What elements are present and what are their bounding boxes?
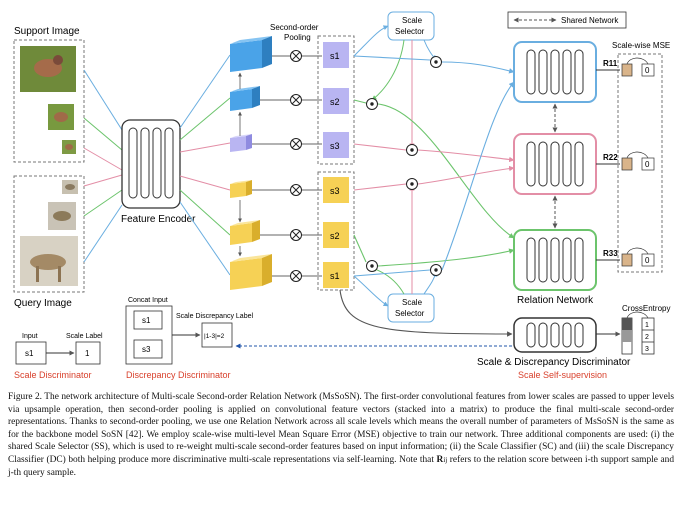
figure-caption: Figure 2. The network architecture of Mu…: [8, 391, 674, 479]
query-scale-s3: [323, 177, 349, 203]
query-scale-s1: [323, 262, 349, 288]
pooling-label-line1: Second-order: [270, 23, 319, 32]
relation-network-1: [513, 41, 597, 103]
support-scale-s1-label: s1: [330, 51, 340, 61]
input-lines: [83, 69, 123, 263]
feature-flow-lines: [353, 55, 515, 277]
self-supervision-line: [339, 289, 513, 337]
dd-input-top: s1: [142, 316, 151, 325]
relation-scores: [596, 57, 655, 267]
dd-input-bottom-box: [133, 339, 163, 359]
query-feature-map-1: [230, 254, 272, 290]
scale-selector-bottom-line2: Selector: [395, 309, 425, 318]
feature-encoder-layers: [128, 127, 174, 199]
discrepancy-discriminator-title: Discrepancy Discriminator: [126, 370, 231, 380]
sd-label-value: 1: [85, 349, 90, 358]
relation-network-label: Relation Network: [517, 295, 594, 306]
support-feature-map-2: [230, 86, 260, 111]
query-scale-s3-label: s3: [330, 186, 340, 196]
architecture-figure: Support Image Query Image: [13, 11, 670, 380]
score-r33: R33: [603, 249, 618, 258]
scale-wise-mse-label: Scale-wise MSE: [612, 41, 670, 50]
sdd-label: Scale & Discrepancy Discriminator: [477, 357, 631, 368]
shared-network-legend: [507, 11, 627, 29]
scale-selector-bottom: [387, 293, 435, 323]
relation-network-2: [513, 133, 597, 195]
feature-encoder-label: Feature Encoder: [121, 214, 196, 225]
scale-selector-bottom-line1: Scale: [402, 298, 423, 307]
sd-input-label: Input: [22, 333, 38, 340]
dd-discrepancy-label: Scale Discrepancy Label: [176, 313, 253, 320]
support-scale-s3-label: s3: [330, 141, 340, 151]
pooling-label-line2: Pooling: [284, 33, 311, 42]
query-scale-s1-label: s1: [330, 271, 340, 281]
reweight-operators: [366, 56, 442, 276]
ce-class-3: 3: [645, 346, 649, 353]
support-photo-medium: [48, 104, 74, 130]
query-feature-map-2: [230, 220, 260, 245]
query-feature-map-3: [230, 180, 252, 198]
selector-lines: [353, 25, 438, 307]
dd-concat-label: Concat Input: [128, 297, 168, 304]
support-panel: [13, 39, 85, 163]
dd-input-top-box: [133, 310, 163, 330]
scale-selector-top-line1: Scale: [402, 16, 423, 25]
map-to-pool-lines: [252, 55, 322, 277]
support-photo-large: [20, 46, 76, 92]
query-photo-large: [20, 236, 78, 286]
score-r22: R22: [603, 153, 618, 162]
query-scale-s2: [323, 222, 349, 248]
support-scale-s1: [323, 42, 349, 68]
support-feature-map-3: [230, 134, 252, 152]
caption-symbol-sub: ij: [443, 455, 448, 464]
sd-scale-label: Scale Label: [66, 333, 103, 340]
feature-encoder-box: [121, 119, 181, 209]
mse-panel: [617, 53, 663, 273]
score-r11: R11: [603, 59, 618, 68]
support-scale-s2-label: s2: [330, 97, 340, 107]
dd-value: |1-3|=2: [204, 333, 225, 340]
query-scale-stack: [317, 171, 355, 291]
support-scale-s2: [323, 88, 349, 114]
query-image-label: Query Image: [14, 298, 72, 309]
query-photo-medium: [48, 202, 76, 230]
ce-class-2: 2: [645, 334, 649, 341]
scale-self-supervision-label: Scale Self-supervision: [518, 370, 607, 380]
shared-network-label: Shared Network: [561, 16, 619, 25]
caption-tail: refers to the relation score between i-t…: [8, 454, 675, 478]
dd-value-box: [201, 322, 233, 348]
cross-entropy-output: [621, 311, 655, 355]
scale-discrepancy-discriminator: [513, 317, 597, 353]
mse-target-3: 0: [645, 256, 650, 265]
encoder-output-lines: [179, 54, 231, 276]
relation-network-3: [513, 229, 597, 291]
support-feature-map-1: [230, 36, 272, 72]
support-scale-s3: [323, 132, 349, 158]
query-panel: [13, 175, 85, 293]
support-image-label: Support Image: [14, 26, 80, 37]
mse-target-1: 0: [645, 66, 650, 75]
dd-input-bottom: s3: [142, 345, 151, 354]
query-photo-small: [62, 180, 78, 194]
ce-class-1: 1: [645, 322, 649, 329]
caption-symbol: R: [436, 454, 444, 465]
caption-text: Figure 2. The network architecture of Mu…: [8, 392, 674, 465]
scale-selector-top-line2: Selector: [395, 27, 425, 36]
support-photo-small: [62, 140, 76, 154]
sd-label-box: [75, 341, 101, 365]
cross-entropy-label: CrossEntropy: [622, 304, 670, 313]
mse-target-2: 0: [645, 160, 650, 169]
query-scale-s2-label: s2: [330, 231, 340, 241]
sd-input-value: s1: [25, 349, 34, 358]
pooling-operators: [290, 50, 302, 282]
scale-discriminator-title: Scale Discriminator: [14, 370, 92, 380]
